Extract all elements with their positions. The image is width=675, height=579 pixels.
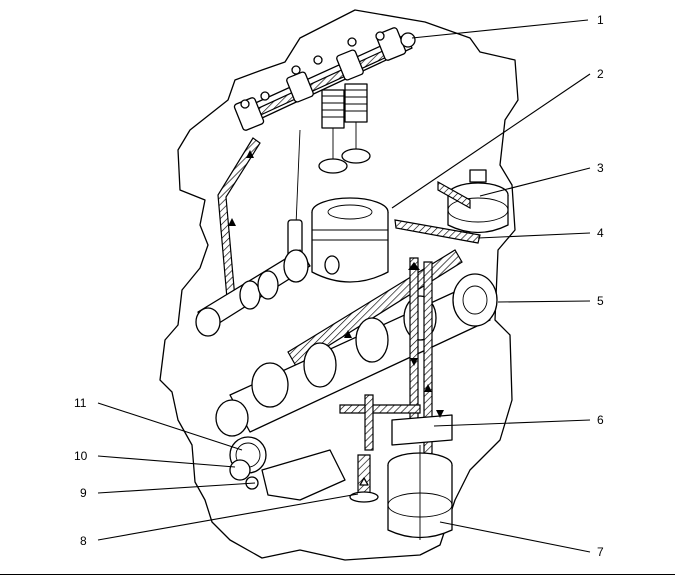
bottom-rule	[0, 574, 675, 575]
callout-labels: 1 2 3 4 5 6 7 8 9 10 11	[74, 13, 604, 559]
callout-9: 9	[80, 486, 87, 500]
callout-11: 11	[74, 396, 87, 410]
callout-2: 2	[597, 67, 604, 81]
flow-arrows	[228, 150, 444, 418]
callout-6: 6	[597, 413, 604, 427]
valve-springs	[318, 83, 371, 174]
piston-cooling-jet-passage	[394, 219, 481, 244]
callout-7: 7	[597, 545, 604, 559]
vertical-oil-passage-right	[409, 257, 419, 431]
callout-3: 3	[597, 161, 604, 175]
callout-5: 5	[597, 294, 604, 308]
callout-leaders	[97, 19, 591, 553]
oil-filter	[437, 169, 509, 234]
camshaft	[195, 249, 311, 337]
piston	[311, 197, 389, 283]
pushrod-oil-passage	[217, 129, 303, 311]
callout-1: 1	[597, 13, 604, 27]
oil-cooler-housing	[387, 414, 453, 540]
rocker-shaft-assembly	[233, 27, 416, 131]
callout-10: 10	[74, 449, 88, 463]
callout-4: 4	[597, 226, 604, 240]
callout-8: 8	[80, 534, 87, 548]
